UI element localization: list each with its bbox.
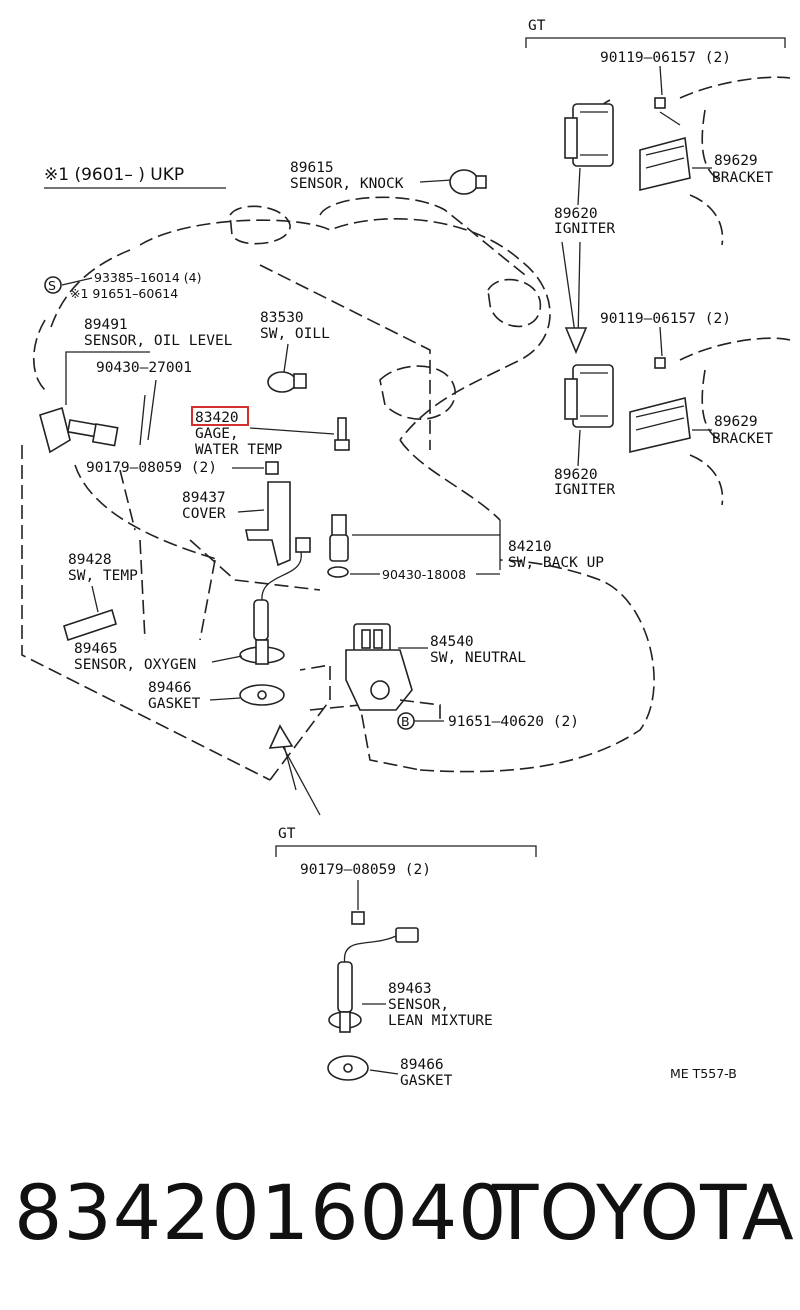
oil-switch-number: 83530 xyxy=(260,310,304,326)
gasket-b-icon xyxy=(327,1055,369,1081)
bolt-91651-label: ※1 91651–60614 xyxy=(70,286,178,301)
back-up-switch-number: 84210 xyxy=(508,539,552,555)
neutral-switch-icon xyxy=(345,623,413,711)
bolt-91651-40620-label: 91651–40620 (2) xyxy=(448,714,579,730)
oxygen-sensor-icon xyxy=(239,537,311,665)
part-number: 8342016040 xyxy=(14,1168,508,1257)
oil-level-sensor-icon xyxy=(39,394,146,454)
bolt-93385-label: 93385–16014 (4) xyxy=(94,270,201,285)
lean-mixture-sensor-number: 89463 xyxy=(388,981,432,997)
back-up-switch-name: SW, BACK UP xyxy=(508,555,604,571)
highlight-box xyxy=(191,406,249,426)
water-temp-gage-number: 83420 xyxy=(195,410,239,426)
nut-bottom-icon xyxy=(351,911,365,925)
oxygen-sensor-name: SENSOR, OXYGEN xyxy=(74,657,196,673)
neutral-switch-number: 84540 xyxy=(430,634,474,650)
temp-switch-number: 89428 xyxy=(68,552,112,568)
gasket-a-icon xyxy=(239,684,285,706)
temp-switch-icon xyxy=(63,608,117,642)
circle-b-marker: B xyxy=(401,714,410,729)
water-temp-gage-name-1: GAGE, xyxy=(195,426,239,442)
igniter-number-b: 89620 xyxy=(554,467,598,483)
back-up-switch-icon xyxy=(327,514,349,578)
oil-switch-name: SW, OILL xyxy=(260,326,330,342)
gasket-a-number: 89466 xyxy=(148,680,192,696)
footer: 8342016040 TOYOTA xyxy=(0,1150,800,1280)
bracket-name-b: BRACKET xyxy=(712,431,773,447)
bracket-number: 89629 xyxy=(714,153,758,169)
gt-label-bottom: GT xyxy=(278,826,296,842)
temp-switch-name: SW, TEMP xyxy=(68,568,138,584)
bolt-label-b: 90119–06157 (2) xyxy=(600,311,731,327)
bracket-number-b: 89629 xyxy=(714,414,758,430)
arrow-up-icon xyxy=(268,724,321,816)
engine-outline xyxy=(21,196,655,781)
gt-bracket-top: GT 90119–06157 (2) xyxy=(525,18,791,246)
nut-90179-top-label: 90179–08059 (2) xyxy=(86,460,217,476)
gt-label-top: GT xyxy=(528,18,546,34)
lean-mixture-sensor-name-2: LEAN MIXTURE xyxy=(388,1013,493,1029)
igniter-number: 89620 xyxy=(554,206,598,222)
bracket-name: BRACKET xyxy=(712,170,773,186)
lean-mixture-sensor-name-1: SENSOR, xyxy=(388,997,449,1013)
circle-s-marker: S xyxy=(48,278,56,293)
knock-sensor-name: SENSOR, KNOCK xyxy=(290,176,404,192)
cover-number: 89437 xyxy=(182,490,226,506)
gasket-b-name: GASKET xyxy=(400,1073,453,1089)
bolt-90430-27001-label: 90430–27001 xyxy=(96,360,192,376)
knock-sensor-icon xyxy=(449,169,487,195)
neutral-switch-name: SW, NEUTRAL xyxy=(430,650,526,666)
cover-name: COVER xyxy=(182,506,226,522)
lean-mixture-sensor-icon xyxy=(328,927,419,1033)
nut-icon xyxy=(265,461,279,475)
gasket-b-number: 89466 xyxy=(400,1057,444,1073)
oil-switch-icon xyxy=(267,371,307,393)
oxygen-sensor-number: 89465 xyxy=(74,641,118,657)
variant-note: ※1 (9601– ) UKP xyxy=(44,165,184,185)
water-temp-gage-name-2: WATER TEMP xyxy=(195,442,283,458)
bolt-label: 90119–06157 (2) xyxy=(600,50,731,66)
oil-level-sensor-name: SENSOR, OIL LEVEL xyxy=(84,333,233,349)
gasket-a-name: GASKET xyxy=(148,696,201,712)
water-temp-gage-icon xyxy=(334,417,350,451)
oil-level-sensor-number: 89491 xyxy=(84,317,128,333)
igniter-a-icon xyxy=(564,97,691,192)
washer-90430-18008-label: 90430-18008 xyxy=(382,567,466,582)
igniter-b-icon xyxy=(564,357,691,454)
nut-90179-bottom-label: 90179–08059 (2) xyxy=(300,862,431,878)
brand-name: TOYOTA xyxy=(492,1168,795,1257)
cover-icon xyxy=(245,481,291,567)
diagram-code: ME T557-B xyxy=(670,1066,737,1081)
knock-sensor-number: 89615 xyxy=(290,160,334,176)
igniter-name-b: IGNITER xyxy=(554,482,615,498)
parts-diagram: GT 90119–06157 (2) 89629 BRACKET 89620 I… xyxy=(21,18,791,1089)
igniter-name: IGNITER xyxy=(554,221,615,237)
arrow-icon xyxy=(561,241,588,355)
